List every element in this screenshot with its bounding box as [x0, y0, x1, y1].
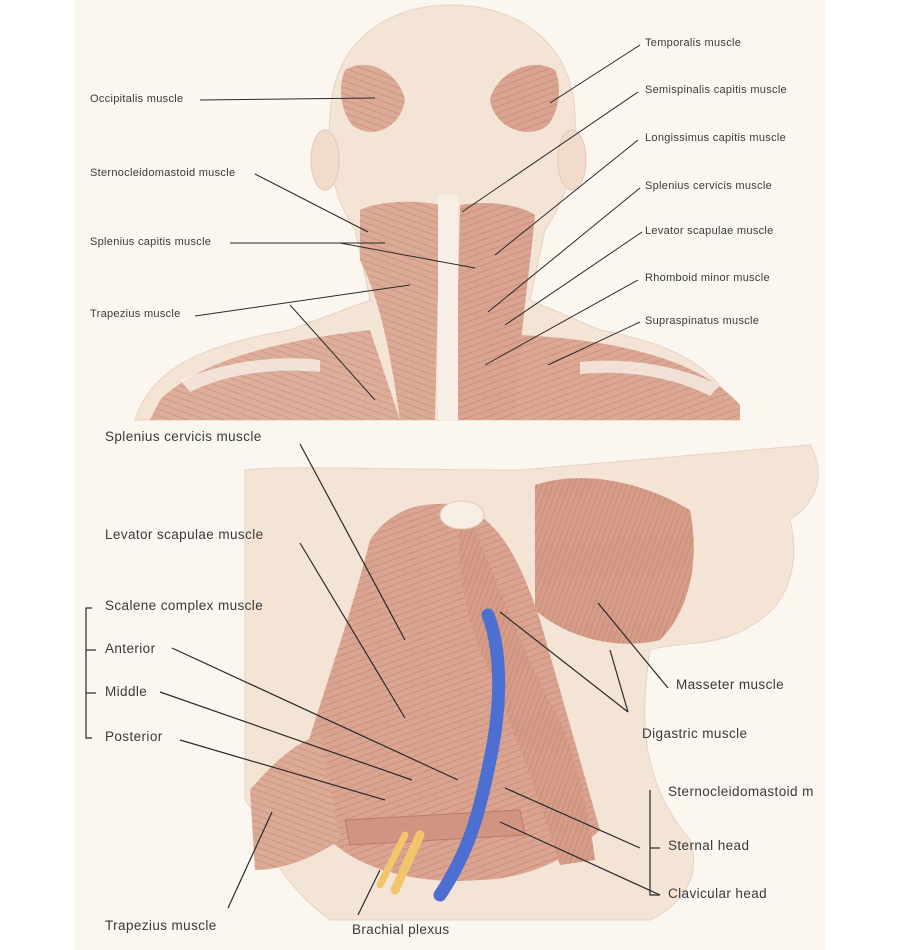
brachial-plexus-nerve [390, 830, 425, 895]
right-ear [557, 129, 587, 191]
occipitalis-right [490, 64, 560, 132]
label-supraspinatus: Supraspinatus muscle [645, 315, 760, 327]
jugular-vein [433, 608, 506, 902]
label-levator-scapulae-bottom: Levator scapulae muscle [105, 527, 264, 542]
label-sternal-head: Sternal head [668, 838, 750, 853]
label-rhomboid-minor: Rhomboid minor muscle [645, 272, 770, 284]
masseter [535, 478, 694, 644]
neck-muscle-mass [300, 503, 600, 881]
left-ear [310, 129, 340, 191]
trapezius-left [150, 330, 400, 420]
label-scalene-posterior: Posterior [105, 729, 163, 744]
label-trapezius-top: Trapezius muscle [90, 308, 181, 320]
label-scalene-anterior: Anterior [105, 641, 156, 656]
label-levator-scapulae-top: Levator scapulae muscle [645, 225, 774, 237]
label-longissimus-capitis: Longissimus capitis muscle [645, 132, 787, 144]
label-digastric: Digastric muscle [642, 726, 748, 741]
shoulder-tendon-left [180, 358, 320, 392]
label-scalene-complex: Scalene complex muscle [105, 598, 264, 613]
label-splenius-capitis: Splenius capitis muscle [90, 236, 212, 248]
posterior-view [134, 4, 741, 421]
label-scalene-middle: Middle [105, 684, 148, 699]
label-sternocleidomastoid-bottom: Sternocleidomastoid m [668, 784, 814, 799]
shoulder-tendon-right [580, 360, 720, 396]
neck-muscles-left [360, 201, 440, 420]
lateral-view [244, 444, 819, 921]
trapezius-lateral [250, 735, 340, 870]
spine-tendon [438, 195, 458, 420]
top-leader-lines [194, 44, 643, 401]
label-occipitalis: Occipitalis muscle [90, 93, 184, 105]
bottom-leader-lines [85, 443, 669, 916]
label-splenius-cervicis-top: Splenius cervicis muscle [645, 180, 773, 192]
label-splenius-cervicis-bottom: Splenius cervicis muscle [105, 429, 262, 444]
sternocleidomastoid [458, 520, 595, 865]
label-sternocleidomastoid: Sternocleidomastoid muscle [90, 167, 236, 179]
brachial-plexus-nerve-2 [376, 831, 409, 889]
label-clavicular-head: Clavicular head [668, 886, 768, 901]
label-temporalis: Temporalis muscle [645, 37, 742, 49]
trapezius-right [500, 335, 740, 420]
label-masseter: Masseter muscle [676, 677, 785, 692]
mastoid-region [439, 500, 485, 530]
label-brachial-plexus: Brachial plexus [352, 922, 450, 937]
label-trapezius-bottom: Trapezius muscle [105, 918, 217, 933]
label-semispinalis-capitis: Semispinalis capitis muscle [645, 84, 787, 96]
